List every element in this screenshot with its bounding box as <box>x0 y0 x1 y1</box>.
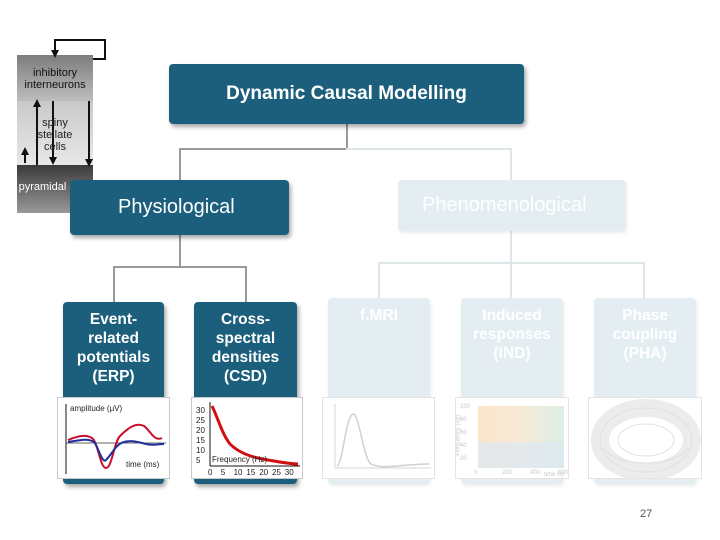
physiological-box: Physiological <box>70 180 289 235</box>
ind-y-tick: 40 <box>460 443 467 449</box>
erp-xlabel: time (ms) <box>126 460 160 469</box>
ind-y-tick: 100 <box>460 404 471 410</box>
physiological-label: Physiological <box>118 196 235 218</box>
csd-xlabel: Frequency (Hz) <box>212 455 268 464</box>
ind-y-tick: 60 <box>460 430 467 436</box>
connector-line <box>378 262 380 299</box>
csd-y-tick: 15 <box>196 436 205 445</box>
ind-x-tick: 200 <box>502 470 513 476</box>
erp-ylabel: amplitude (μV) <box>70 404 123 413</box>
inhibitory-interneurons-label: inhibitory interneurons <box>24 67 86 91</box>
connector-line <box>179 234 181 268</box>
ind-x-tick: 0 <box>474 470 478 476</box>
ind-plot: 100 80 60 40 20 0 200 400 600 time (s) Frequenc… <box>455 397 569 479</box>
csd-x-tick: 30 <box>284 468 294 477</box>
csd-x-tick: 10 <box>233 468 243 477</box>
csd-x-tick: 5 <box>220 468 226 477</box>
connector-line <box>179 148 181 181</box>
csd-x-tick: 20 <box>259 468 269 477</box>
ind-xlabel: time (s) <box>544 472 564 478</box>
csd-x-tick: 25 <box>272 468 281 477</box>
connector-line <box>643 262 645 299</box>
csd-y-tick: 5 <box>196 456 201 465</box>
ind-x-tick: 600 <box>558 470 569 476</box>
erp-plot: amplitude (μV) time (ms) <box>57 397 170 479</box>
connector-line <box>510 262 512 299</box>
csd-y-tick: 25 <box>196 416 205 425</box>
page-number: 27 <box>640 508 653 520</box>
csd-x-tick: 0 <box>208 468 213 477</box>
erp-label: Event-related potentials (ERP) <box>76 311 151 385</box>
connector-line <box>510 148 512 181</box>
dcm-title-box: Dynamic Causal Modelling <box>169 64 524 124</box>
csd-x-tick: 15 <box>246 468 256 477</box>
pha-plot <box>588 397 702 479</box>
ind-x-tick: 400 <box>530 470 541 476</box>
csd-y-tick: 10 <box>196 446 205 455</box>
csd-label: Cross-spectral densities (CSD) <box>211 311 280 385</box>
fmri-label: f.MRI <box>360 307 398 324</box>
ind-ylabel: Frequency (Hz) <box>455 414 462 456</box>
csd-y-tick: 20 <box>196 426 205 435</box>
connector-line <box>510 230 512 264</box>
ind-y-tick: 80 <box>460 417 467 423</box>
csd-y-tick: 30 <box>196 406 205 415</box>
connector-line <box>113 266 115 303</box>
connector-line <box>245 266 247 303</box>
dcm-title: Dynamic Causal Modelling <box>226 83 467 104</box>
connector-line <box>179 148 347 150</box>
spiny-stellate-label: spiny stellate cells <box>37 117 73 153</box>
fmri-plot <box>322 397 435 479</box>
connector-line <box>346 148 512 150</box>
phenomenological-label: Phenomenological <box>422 194 587 216</box>
ind-label: Induced responses (IND) <box>473 307 551 362</box>
ind-y-tick: 20 <box>460 456 467 462</box>
pha-label: Phase coupling (PHA) <box>612 307 678 362</box>
phenomenological-box: Phenomenological <box>398 180 626 231</box>
connector-line <box>113 266 247 268</box>
connector-line <box>346 122 348 150</box>
